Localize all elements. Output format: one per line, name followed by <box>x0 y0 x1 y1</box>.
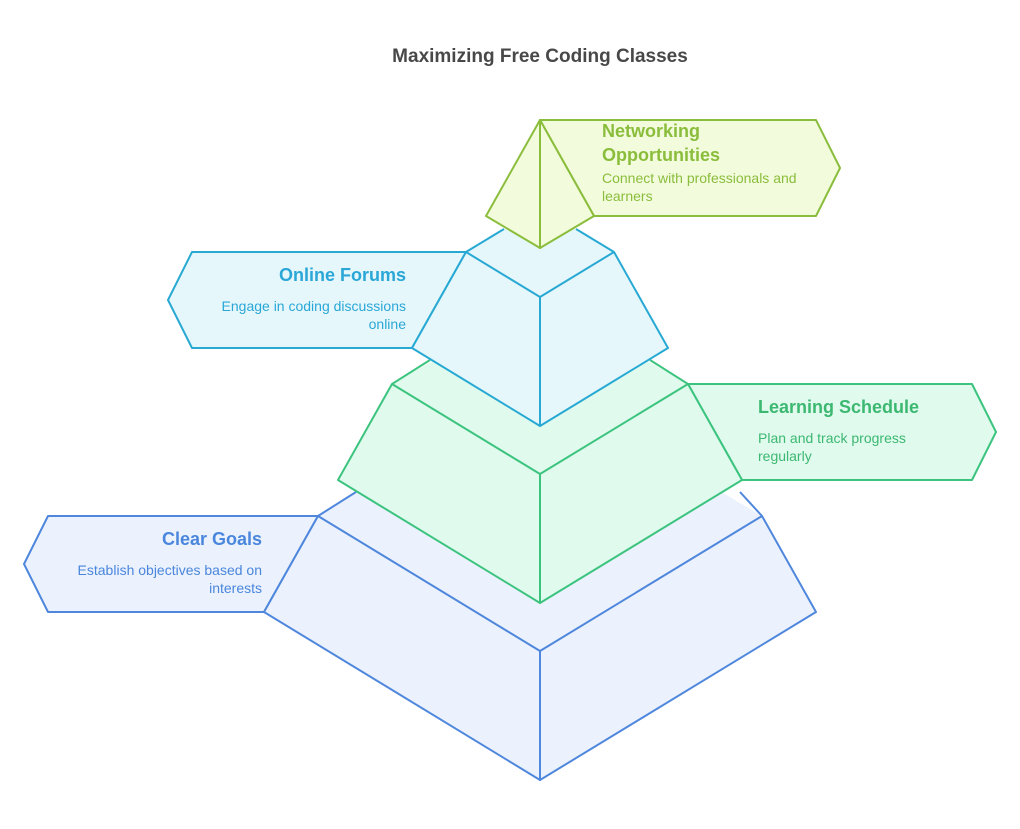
schedule-description: Plan and track progress regularly <box>758 430 906 464</box>
goals-back-edge-right <box>739 491 763 517</box>
forums-label: Online Forums Engage in coding discussio… <box>196 263 406 333</box>
level-forums <box>167 208 669 427</box>
networking-left-face <box>485 119 541 249</box>
networking-label: Networking Opportunities Connect with pr… <box>602 119 812 205</box>
forums-back-edge-left <box>465 228 505 253</box>
forums-back-edge-right <box>575 228 615 253</box>
goals-title: Clear Goals <box>161 529 262 549</box>
schedule-title: Learning Schedule <box>758 397 920 417</box>
schedule-label: Learning Schedule Plan and track progres… <box>758 395 958 465</box>
networking-title: Networking Opportunities <box>602 121 720 165</box>
networking-right-face <box>539 119 595 249</box>
forums-title: Online Forums <box>278 265 406 285</box>
schedule-back-edge-right <box>649 359 689 385</box>
forums-description: Engage in coding discussions online <box>221 298 406 332</box>
networking-description: Connect with professionals and learners <box>602 170 797 204</box>
goals-description: Establish objectives based on interests <box>77 562 262 596</box>
forums-right-face <box>539 251 669 427</box>
diagram-title: Maximizing Free Coding Classes <box>392 46 688 67</box>
goals-banner <box>23 515 319 613</box>
goals-back-edge <box>317 491 357 517</box>
level-networking <box>485 119 841 249</box>
goals-right-face <box>539 515 817 781</box>
forums-banner <box>167 251 467 349</box>
goals-label: Clear Goals Establish objectives based o… <box>52 527 262 597</box>
schedule-right-face <box>539 383 743 604</box>
schedule-back-edge-left <box>391 359 431 385</box>
